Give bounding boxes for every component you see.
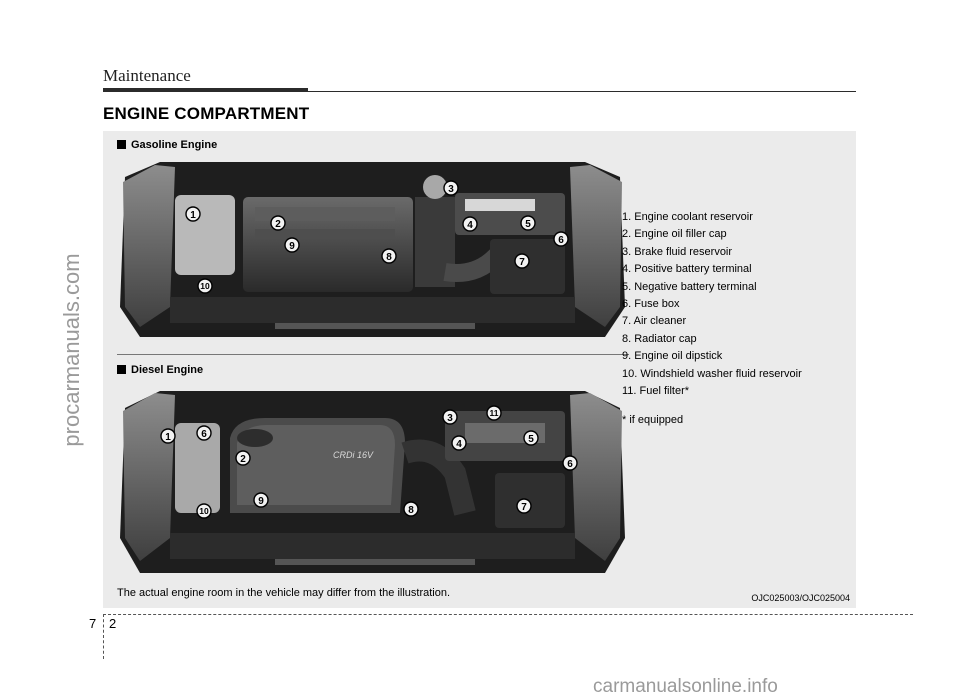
gasoline-marker: 1 xyxy=(190,210,196,221)
section-divider xyxy=(117,354,629,355)
square-bullet-icon xyxy=(117,140,126,149)
legend-item: 6. Fuse box xyxy=(622,298,680,311)
legend-item: 4. Positive battery terminal xyxy=(622,263,752,276)
gasoline-heading: Gasoline Engine xyxy=(117,139,217,151)
diesel-engine-badge: CRDi 16V xyxy=(333,450,374,460)
legend-item: 3. Brake fluid reservoir xyxy=(622,245,733,258)
gasoline-marker: 6 xyxy=(558,235,564,246)
gasoline-marker: 4 xyxy=(467,220,473,231)
diesel-marker: 6 xyxy=(201,429,207,440)
diesel-marker: 3 xyxy=(447,413,453,424)
page-number: 2 xyxy=(109,616,117,631)
gasoline-marker: 9 xyxy=(289,241,295,252)
gasoline-marker: 3 xyxy=(448,184,454,195)
legend-item: 1. Engine coolant reservoir xyxy=(622,211,753,223)
diesel-heading: Diesel Engine xyxy=(117,364,203,376)
header-rule-thick xyxy=(103,88,308,92)
illustration-disclaimer: The actual engine room in the vehicle ma… xyxy=(117,587,451,599)
gasoline-marker: 2 xyxy=(275,219,281,230)
diesel-marker: 6 xyxy=(567,459,573,470)
gasoline-engine-illustration: 1 2 3 4 5 6 7 8 9 10 xyxy=(115,157,630,349)
legend-item: 8. Radiator cap xyxy=(622,332,697,345)
footer-rule xyxy=(103,614,913,615)
diesel-marker: 7 xyxy=(521,502,527,513)
component-legend: 1. Engine coolant reservoir 2. Engine oi… xyxy=(622,209,802,400)
image-code: OJC025003/OJC025004 xyxy=(751,593,850,603)
section-title: ENGINE COMPARTMENT xyxy=(103,104,310,123)
square-bullet-icon xyxy=(117,365,126,374)
diesel-marker: 4 xyxy=(456,439,462,450)
legend-item: 7. Air cleaner xyxy=(622,315,687,328)
gasoline-marker: 10 xyxy=(200,281,210,291)
diesel-engine-illustration: CRDi 16V 1 6 2 3 11 4 5 xyxy=(115,383,630,583)
gasoline-marker: 7 xyxy=(519,257,525,268)
diesel-marker: 2 xyxy=(240,454,246,465)
page-chapter-number: 7 xyxy=(89,616,97,631)
legend-item: 9. Engine oil dipstick xyxy=(622,350,723,363)
diesel-marker: 9 xyxy=(258,496,264,507)
legend-item: 10. Windshield washer fluid reservoir xyxy=(622,367,802,380)
footnote: * if equipped xyxy=(622,414,684,426)
illustration-panel: Gasoline Engine xyxy=(103,131,856,608)
header-rule-thin xyxy=(103,91,856,92)
watermark-text: procarmanuals.com xyxy=(59,253,84,447)
diesel-marker: 5 xyxy=(528,434,534,445)
gasoline-marker: 5 xyxy=(525,219,531,230)
gasoline-marker: 8 xyxy=(386,252,392,263)
legend-item: 2. Engine oil filler cap xyxy=(622,228,727,241)
header-title: Maintenance xyxy=(103,66,191,85)
legend-item: 11. Fuel filter* xyxy=(622,385,690,398)
diesel-marker: 10 xyxy=(199,506,209,516)
footer-rule-vertical xyxy=(103,614,104,659)
diesel-marker: 11 xyxy=(490,408,499,418)
footer-site-watermark: carmanualsonline.info xyxy=(593,676,778,697)
diesel-marker: 1 xyxy=(165,432,171,443)
diesel-heading-label: Diesel Engine xyxy=(131,364,204,376)
diesel-marker: 8 xyxy=(408,505,414,516)
legend-item: 5. Negative battery terminal xyxy=(622,280,757,293)
gasoline-heading-label: Gasoline Engine xyxy=(131,139,218,151)
